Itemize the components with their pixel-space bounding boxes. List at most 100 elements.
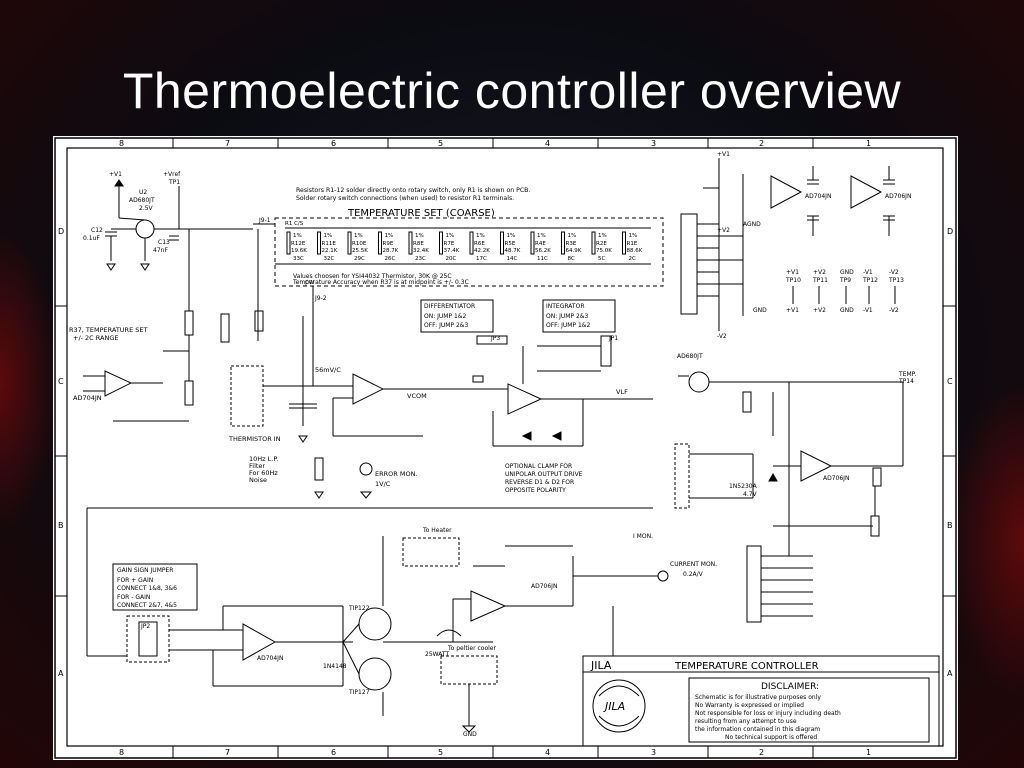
temp-set-resistor-value: 25.5K <box>352 248 368 254</box>
u4-part: AD680JT <box>677 353 703 360</box>
testpoint-block: +V1 +V2 GND -V1 -V2 TP10 TP11 TP9 TP12 T… <box>785 269 904 314</box>
gain-sign-title: GAIN SIGN JUMPER <box>117 567 173 574</box>
grid-label-top: 2 <box>759 139 764 148</box>
filter-label: Noise <box>249 476 267 484</box>
temp-set-resistor-body <box>378 231 382 255</box>
grid-label-top: 7 <box>225 139 230 148</box>
u2-voltage: 2.5V <box>139 205 154 212</box>
schematic-note: Solder rotary switch connections (when u… <box>296 195 514 202</box>
imon-label: I MON. <box>633 533 653 540</box>
zener-part: 1N5230A <box>729 483 758 490</box>
tp-rail: +V1 <box>786 269 799 276</box>
u2-label: U2 <box>139 189 147 196</box>
title-block-org: JILA <box>590 659 612 672</box>
differentiator-on: ON: JUMP 1&2 <box>424 313 466 320</box>
tp-rail: -V1 <box>863 307 873 314</box>
gain-sign-line: FOR + GAIN <box>117 577 153 584</box>
tp-rail: +V1 <box>786 307 799 314</box>
temp-set-resistor-body <box>591 231 596 255</box>
temp-set-resistor-code: 29C <box>354 256 365 262</box>
clamp-note: OPPOSITE POLARITY <box>505 487 566 494</box>
temp-set-resistor-ref: R7E <box>444 241 455 247</box>
opamp-u3b-part: AD706JN <box>823 475 849 482</box>
disclaimer-line: Not responsible for loss or injury inclu… <box>695 710 841 717</box>
opamp-u1e-part: AD704JN <box>805 193 831 200</box>
gain-sign-line: CONNECT 2&7, 4&5 <box>117 602 177 609</box>
tp-rail: GND <box>840 269 854 276</box>
temp-set-resistor-body <box>286 231 291 255</box>
grid-label-side: C <box>947 377 953 386</box>
vcom-label: VCOM <box>407 392 427 400</box>
temp-set-resistor-body <box>347 231 352 255</box>
temp-set-resistor-value: 42.2K <box>474 248 490 254</box>
jp2-label: JP2 <box>140 623 150 630</box>
tp-rail: -V2 <box>889 269 899 276</box>
vminus-label: -V2 <box>717 333 727 340</box>
j9-label: J9-1 <box>258 217 271 224</box>
temp-set-resistor-code: 17C <box>476 256 487 262</box>
mv-per-c-label: 56mV/C <box>315 366 341 374</box>
vplus-label: +V1 <box>717 151 730 158</box>
temp-set-tolerance: 1% <box>568 233 577 239</box>
temp-set-resistor-body <box>408 231 413 255</box>
jila-logo: JILA <box>592 679 646 733</box>
current-monitor-scale: 0.2A/V <box>683 571 704 578</box>
temp-set-tolerance: 1% <box>324 233 333 239</box>
temp-set-resistor-ref: R11E <box>322 241 337 247</box>
vref-label: +Vref <box>163 171 181 178</box>
grid-label-top: 6 <box>331 139 336 148</box>
grid-label-side: A <box>947 669 953 678</box>
temp-set-resistor-ref: R5E <box>505 241 516 247</box>
temp-set-resistor-code: 14C <box>507 256 518 262</box>
cw-label: CW <box>305 280 315 286</box>
tp-label: TP9 <box>839 277 851 284</box>
opamp-u1a-part: AD704JN <box>73 394 102 402</box>
tp-label: TP12 <box>862 277 878 284</box>
tp-rail: +V2 <box>813 307 826 314</box>
temp-set-resistor-body <box>469 231 474 255</box>
temp-set-resistor-ref: R12E <box>291 241 306 247</box>
differentiator-off: OFF: JUMP 2&3 <box>424 322 468 329</box>
disclaimer-line: No Warranty is expressed or implied <box>695 702 804 709</box>
clamp-note: UNIPOLAR OUTPUT DRIVE <box>505 471 583 478</box>
temp-set-resistor-code: 32C <box>324 256 335 262</box>
temp-set-resistor-value: 48.7K <box>505 248 521 254</box>
tp-label: TP13 <box>888 277 904 284</box>
grid-label-side: B <box>947 521 953 530</box>
vplus-label: +V1 <box>109 171 122 178</box>
temp-set-tolerance: 1% <box>293 233 302 239</box>
temp-set-resistor-body <box>439 231 443 255</box>
grid-label-top: 4 <box>545 139 550 148</box>
differentiator-box: DIFFERENTIATOR ON: JUMP 1&2 OFF: JUMP 2&… <box>420 299 500 342</box>
error-monitor-scale: 1V/C <box>375 480 391 488</box>
temp-set-resistor-code: 20C <box>446 256 457 262</box>
disclaimer-line: No technical support is offered <box>725 734 817 741</box>
differentiator-title: DIFFERENTIATOR <box>424 303 475 310</box>
grid-label-side: B <box>58 521 64 530</box>
error-monitor-label: ERROR MON. <box>375 470 418 478</box>
gain-sign-line: CONNECT 1&8, 3&6 <box>117 585 177 592</box>
temp-set-resistor-ref: R8E <box>413 241 424 247</box>
opamp-u3e-part: AD706JN <box>885 193 911 200</box>
disclaimer-line: resulting from any attempt to use <box>695 718 797 725</box>
tp-rail: -V2 <box>889 307 899 314</box>
grid-label-bottom: 3 <box>651 748 656 757</box>
grid-label-top: 1 <box>866 139 871 148</box>
opamp-u3a-part: AD706JN <box>531 583 557 590</box>
temp-set-resistor-body <box>500 231 504 255</box>
c13-value: 47nF <box>153 247 168 254</box>
integrator-box: INTEGRATOR ON: JUMP 2&3 OFF: JUMP 1&2 JP… <box>542 299 618 342</box>
grid-label-side: D <box>947 227 953 236</box>
temp-set-resistor-code: 26C <box>385 256 396 262</box>
temp-set-tolerance: 1% <box>385 233 394 239</box>
tp14-label: TP14 <box>898 378 914 385</box>
jp3-label: JP3 <box>490 335 500 342</box>
red-vignette-left <box>0 230 60 530</box>
temperature-set-block: TEMPERATURE SET (COARSE) R1 C/S 1%R12E19… <box>253 208 664 304</box>
disclaimer-line: the information contained in this diagra… <box>695 726 820 733</box>
agnd-label: AGND <box>743 221 761 228</box>
j9-2-label: J9-2 <box>314 295 327 302</box>
integrator-on: ON: JUMP 2&3 <box>546 313 588 320</box>
tp-label: TP11 <box>812 277 828 284</box>
grid-label-bottom: 6 <box>331 748 336 757</box>
